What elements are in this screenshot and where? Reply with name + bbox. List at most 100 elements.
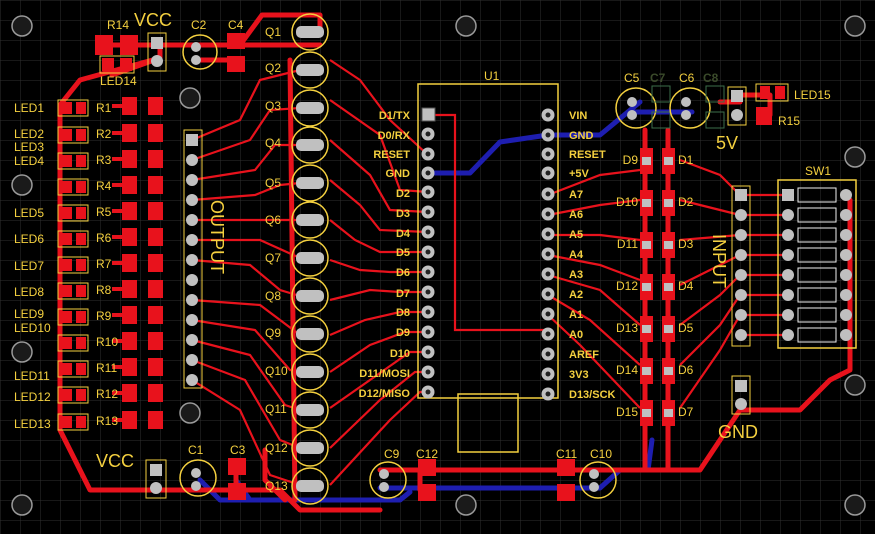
pin-label-3v3: 3V3 [569, 369, 589, 381]
pin-label-reset-right: RESET [569, 149, 606, 161]
vcc-bottom-label: VCC [96, 451, 134, 471]
c11-label: C11 [556, 447, 577, 461]
d7-label: D7 [678, 405, 694, 419]
pin-label-a6: A6 [569, 209, 583, 221]
led2-label: LED2 [14, 127, 44, 141]
pin-label-d8: D8 [396, 307, 410, 319]
pin-label-d6: D6 [396, 267, 410, 279]
left-led-labels: LED1 LED2 LED3 LED4 LED5 LED6 LED7 LED8 … [14, 101, 51, 431]
sw1-outline [777, 179, 857, 349]
input-header-pins [735, 189, 747, 341]
u1-right-pin-labels: VIN GND RESET +5V A7 A6 A5 A4 A3 A2 A1 A… [569, 110, 616, 401]
r4-label: R4 [96, 179, 112, 193]
d4-label: D4 [678, 279, 694, 293]
d13-label: D13 [616, 321, 638, 335]
bottom-center-caps [369, 459, 617, 501]
c10-label: C10 [590, 447, 612, 461]
pin-label-d9: D9 [396, 327, 410, 339]
output-label: OUTPUT [207, 200, 227, 274]
led4-label: LED4 [14, 154, 44, 168]
r10-label: R10 [96, 335, 118, 349]
input-header-outline [731, 185, 751, 347]
r9-label: R9 [96, 309, 112, 323]
q2-label: Q2 [265, 61, 281, 75]
pin-label-d10: D10 [390, 348, 410, 360]
c6-label: C6 [679, 71, 695, 85]
r11-label: R11 [96, 361, 117, 375]
r1-label: R1 [96, 101, 112, 115]
d5-label: D5 [678, 321, 694, 335]
q4-label: Q4 [265, 136, 281, 150]
led14-label: LED14 [100, 74, 137, 88]
sw1-label: SW1 [805, 164, 831, 178]
mounting-holes [11, 15, 866, 516]
led3-label: LED3 [14, 140, 44, 154]
q12-label: Q12 [265, 441, 288, 455]
led7-label: LED7 [14, 259, 44, 273]
q1-label: Q1 [265, 25, 281, 39]
r5-label: R5 [96, 205, 112, 219]
diode-labels-right: D1 D2 D3 D4 D5 D6 D7 [678, 153, 694, 419]
left-resistors [112, 97, 163, 429]
vcc-top-label: VCC [134, 10, 172, 30]
pin-label-d5: D5 [396, 247, 410, 259]
pin-label-5v: +5V [569, 168, 590, 180]
pin-label-a1: A1 [569, 309, 583, 321]
d2-label: D2 [678, 195, 694, 209]
d10-label: D10 [616, 195, 638, 209]
q3-label: Q3 [265, 99, 281, 113]
r2-label: R2 [96, 127, 112, 141]
pin-label-d12-miso: D12/MISO [359, 388, 411, 400]
q10-label: Q10 [265, 364, 288, 378]
pin-label-d1tx: D1/TX [379, 110, 411, 122]
pin-label-a3: A3 [569, 269, 583, 281]
pin-label-a7: A7 [569, 189, 583, 201]
pin-label-a0: A0 [569, 329, 583, 341]
q6-label: Q6 [265, 213, 281, 227]
pin-label-aref: AREF [569, 349, 599, 361]
d9-label: D9 [623, 153, 639, 167]
r14-label: R14 [107, 18, 129, 32]
transistor-pins [296, 26, 324, 492]
d1-label: D1 [678, 153, 694, 167]
c1-label: C1 [188, 443, 204, 457]
led13-label: LED13 [14, 417, 51, 431]
q11-label: Q11 [265, 402, 287, 416]
top-left-power [95, 32, 245, 74]
bottom-left-power [145, 458, 246, 500]
c12-label: C12 [416, 447, 438, 461]
c2-label: C2 [191, 18, 207, 32]
gnd-header-outline [731, 375, 751, 415]
gnd-header-pins [735, 380, 747, 410]
c8-label: C8 [703, 71, 719, 85]
pin-label-gnd-right: GND [569, 130, 594, 142]
r6-label: R6 [96, 231, 112, 245]
d15-label: D15 [616, 405, 638, 419]
pin-label-d7: D7 [396, 288, 410, 300]
pin-label-reset: RESET [373, 149, 410, 161]
five-v-label: 5V [716, 133, 738, 153]
pin-label-a5: A5 [569, 229, 583, 241]
transistors [291, 13, 329, 505]
gnd-label: GND [718, 422, 758, 442]
d14-label: D14 [616, 363, 638, 377]
transistor-labels: Q1 Q2 Q3 Q4 Q5 Q6 Q7 Q8 Q9 Q10 Q11 Q12 Q… [265, 25, 288, 493]
c9-label: C9 [384, 447, 400, 461]
d12-label: D12 [616, 279, 638, 293]
c3-label: C3 [230, 443, 246, 457]
led6-label: LED6 [14, 232, 44, 246]
input-label: INPUT [709, 234, 729, 288]
q9-label: Q9 [265, 326, 281, 340]
u1-outline [417, 83, 559, 453]
output-header-pins [186, 134, 198, 386]
d3-label: D3 [678, 237, 694, 251]
r8-label: R8 [96, 283, 112, 297]
pin-label-gnd: GND [386, 168, 411, 180]
q13-label: Q13 [265, 479, 288, 493]
pin-label-d11-mosi: D11/MOSI [359, 368, 410, 380]
d6-label: D6 [678, 363, 694, 377]
c4-label: C4 [228, 18, 244, 32]
pin-label-d3: D3 [396, 208, 410, 220]
sw1-switches [782, 187, 852, 343]
